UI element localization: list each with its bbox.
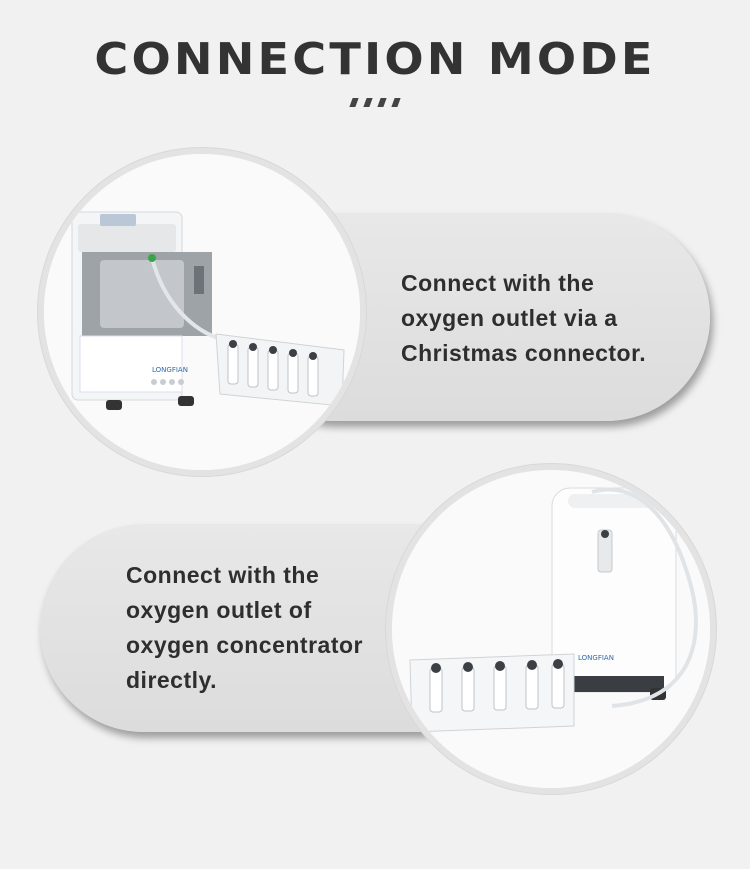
caption-text-1: Connect with the oxygen outlet via a Chr… bbox=[401, 270, 647, 366]
brand-logo-2: LONGFIAN bbox=[578, 654, 614, 662]
product-photo-1: LONGFIAN bbox=[44, 154, 360, 470]
title-decoration bbox=[349, 98, 411, 108]
caption-text-2: Connect with the oxygen outlet of oxygen… bbox=[126, 562, 363, 693]
brand-logo-1: LONGFIAN bbox=[152, 366, 188, 374]
product-photo-2: LONGFIAN bbox=[392, 470, 710, 788]
page-title: CONNECTION MODE bbox=[94, 34, 656, 85]
